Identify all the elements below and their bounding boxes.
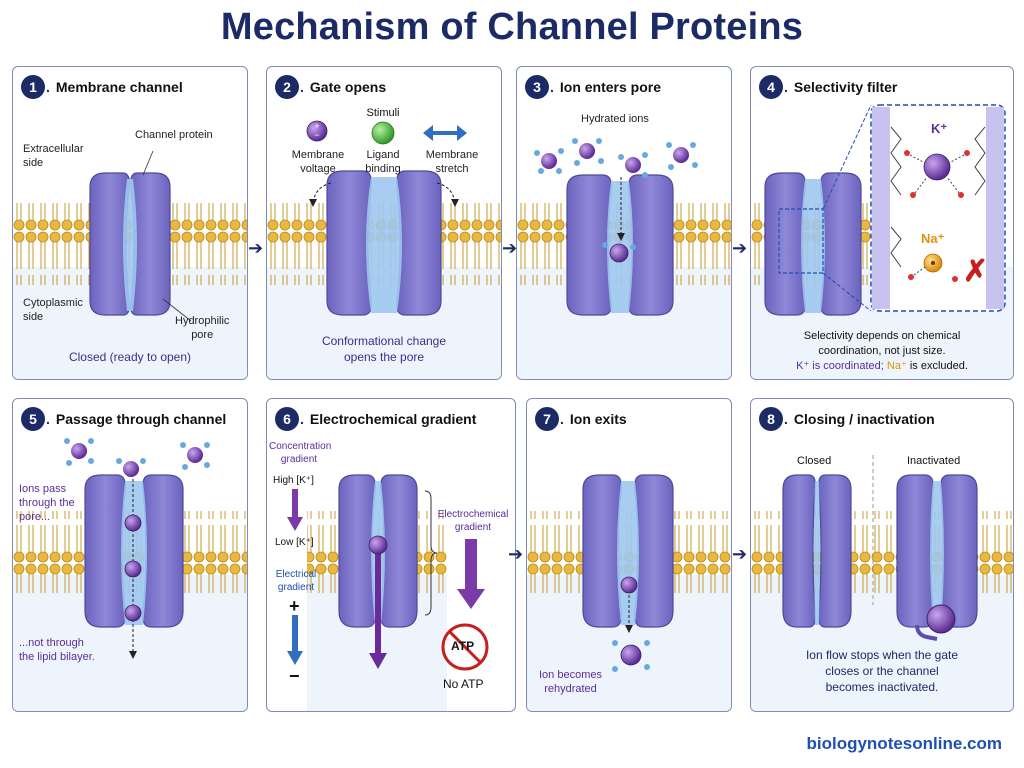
- caption-line-2: coordination, not just size.: [818, 344, 946, 357]
- excluded-x-icon: ✗: [963, 255, 989, 288]
- panel-title: Membrane channel: [55, 79, 183, 95]
- membrane-voltage-label: Membrane voltage: [291, 149, 345, 175]
- hydrated-ions-label: Hydrated ions: [581, 113, 649, 125]
- panel-4-selectivity-filter: 4. Selectivity filter K⁺ Na⁺ ✗ Selectivi…: [750, 66, 1014, 380]
- plus-label: +: [289, 596, 300, 616]
- panel-8-closing-inactivation: 8. Closing / inactivation Closed Inactiv…: [750, 398, 1014, 712]
- channel-protein: [89, 172, 171, 316]
- caption-line-3: K⁺ is coordinated; Na⁺ is excluded.: [755, 359, 1009, 374]
- atp-label: ATP: [451, 639, 475, 653]
- panel-5-header: 5. Passage through channel: [21, 407, 226, 431]
- arrow-1-2-icon: ➔: [248, 238, 264, 258]
- panel-title: Gate opens: [309, 79, 387, 95]
- minus-label: −: [289, 666, 300, 686]
- no-atp-label: No ATP: [443, 677, 484, 691]
- arrow-6-7-icon: ➔: [508, 544, 524, 564]
- panel-title: Electrochemical gradient: [309, 411, 477, 427]
- not-through-bilayer-label: ...not through the lipid bilayer.: [19, 637, 95, 663]
- caption-na: Na⁺: [886, 359, 907, 372]
- step-number: 2: [275, 75, 299, 99]
- step-number: 8: [759, 407, 783, 431]
- panel-6-header: 6. Electrochemical gradient: [275, 407, 476, 431]
- panel-title: Ion exits: [569, 411, 627, 427]
- panel-title: Ion enters pore: [559, 79, 662, 95]
- caption-line-1: Selectivity depends on chemical: [803, 330, 961, 342]
- panel-title: Passage through channel: [55, 411, 227, 427]
- selectivity-filter-inset: [870, 104, 1006, 312]
- hydrated-ion-icon: [534, 148, 564, 174]
- hydrophilic-pore-label: Hydrophilic pore: [175, 315, 230, 341]
- electrical-gradient-label: Electrical gradient: [275, 569, 317, 593]
- step-number: 7: [535, 407, 559, 431]
- caption-end: is excluded.: [906, 359, 968, 372]
- panel-2-caption: Conformational change opens the pore: [321, 334, 447, 365]
- step-number: 3: [525, 75, 549, 99]
- svg-text:−: −: [314, 130, 319, 140]
- panel-3-ion-enters-pore: 3. Ion enters pore Hydrated ions: [516, 66, 732, 380]
- caption-k: K⁺ is coordinated;: [796, 359, 887, 372]
- panel-8-header: 8. Closing / inactivation: [759, 407, 935, 431]
- step-number: 6: [275, 407, 299, 431]
- arrow-3-4-icon: ➔: [732, 238, 748, 258]
- panel-title: Selectivity filter: [793, 79, 898, 95]
- closed-label: Closed: [797, 455, 832, 467]
- ions-pass-label: Ions pass through the pore...: [19, 483, 75, 523]
- concentration-gradient-label: Concentration gradient: [269, 441, 332, 465]
- no-atp-icon: [441, 623, 489, 671]
- panel-2-gate-opens: + − 2. Gate opens Stimuli Membrane volta…: [266, 66, 502, 380]
- svg-text:+: +: [314, 121, 319, 131]
- k-ion-label: K⁺: [931, 121, 948, 136]
- high-k-label: High [K⁺]: [273, 475, 314, 486]
- panel-1-header: 1. Membrane channel: [21, 75, 183, 99]
- website-label: biologynotesonline.com: [806, 734, 1002, 753]
- electrochemical-gradient-label: Electrochemical gradient: [437, 509, 509, 533]
- panel-7-header: 7. Ion exits: [535, 407, 627, 431]
- main-title: Mechanism of Channel Proteins: [220, 6, 804, 48]
- panel-6-electrochemical-gradient: 6. Electrochemical gradient Concentratio…: [266, 398, 516, 712]
- ligand-binding-label: Ligand binding: [365, 149, 401, 175]
- panel-3-header: 3. Ion enters pore: [525, 75, 661, 99]
- panel-8-caption: Ion flow stops when the gate closes or t…: [805, 648, 959, 695]
- na-ion-label: Na⁺: [921, 231, 945, 246]
- panel-4-header: 4. Selectivity filter: [759, 75, 897, 99]
- low-k-label: Low [K⁺]: [275, 537, 314, 548]
- cytoplasmic-label: Cytoplasmic side: [23, 297, 83, 323]
- panel-title: Closing / inactivation: [793, 411, 935, 427]
- channel-protein-label: Channel protein: [135, 129, 213, 141]
- panel-1-caption: Closed (ready to open): [68, 350, 192, 364]
- stimuli-label: Stimuli: [366, 107, 400, 119]
- ion-rehydrated-label: Ion becomes rehydrated: [539, 669, 602, 695]
- membrane-stretch-label: Membrane stretch: [425, 149, 479, 175]
- arrow-7-8-icon: ➔: [732, 544, 748, 564]
- panel-5-passage-through-channel: 5. Passage through channel Ions pass thr…: [12, 398, 248, 712]
- panel-7-ion-exits: 7. Ion exits Ion becomes rehydrated: [526, 398, 732, 712]
- panel-1-membrane-channel: 1. Membrane channel Extracellular side C…: [12, 66, 248, 380]
- extracellular-label: Extracellular side: [23, 143, 84, 169]
- panel-2-header: 2. Gate opens: [275, 75, 386, 99]
- step-number: 4: [759, 75, 783, 99]
- step-number: 5: [21, 407, 45, 431]
- inactivated-label: Inactivated: [907, 455, 961, 467]
- panel-4-caption: Selectivity depends on chemical coordina…: [755, 329, 1009, 374]
- step-number: 1: [21, 75, 45, 99]
- arrow-2-3-icon: ➔: [502, 238, 518, 258]
